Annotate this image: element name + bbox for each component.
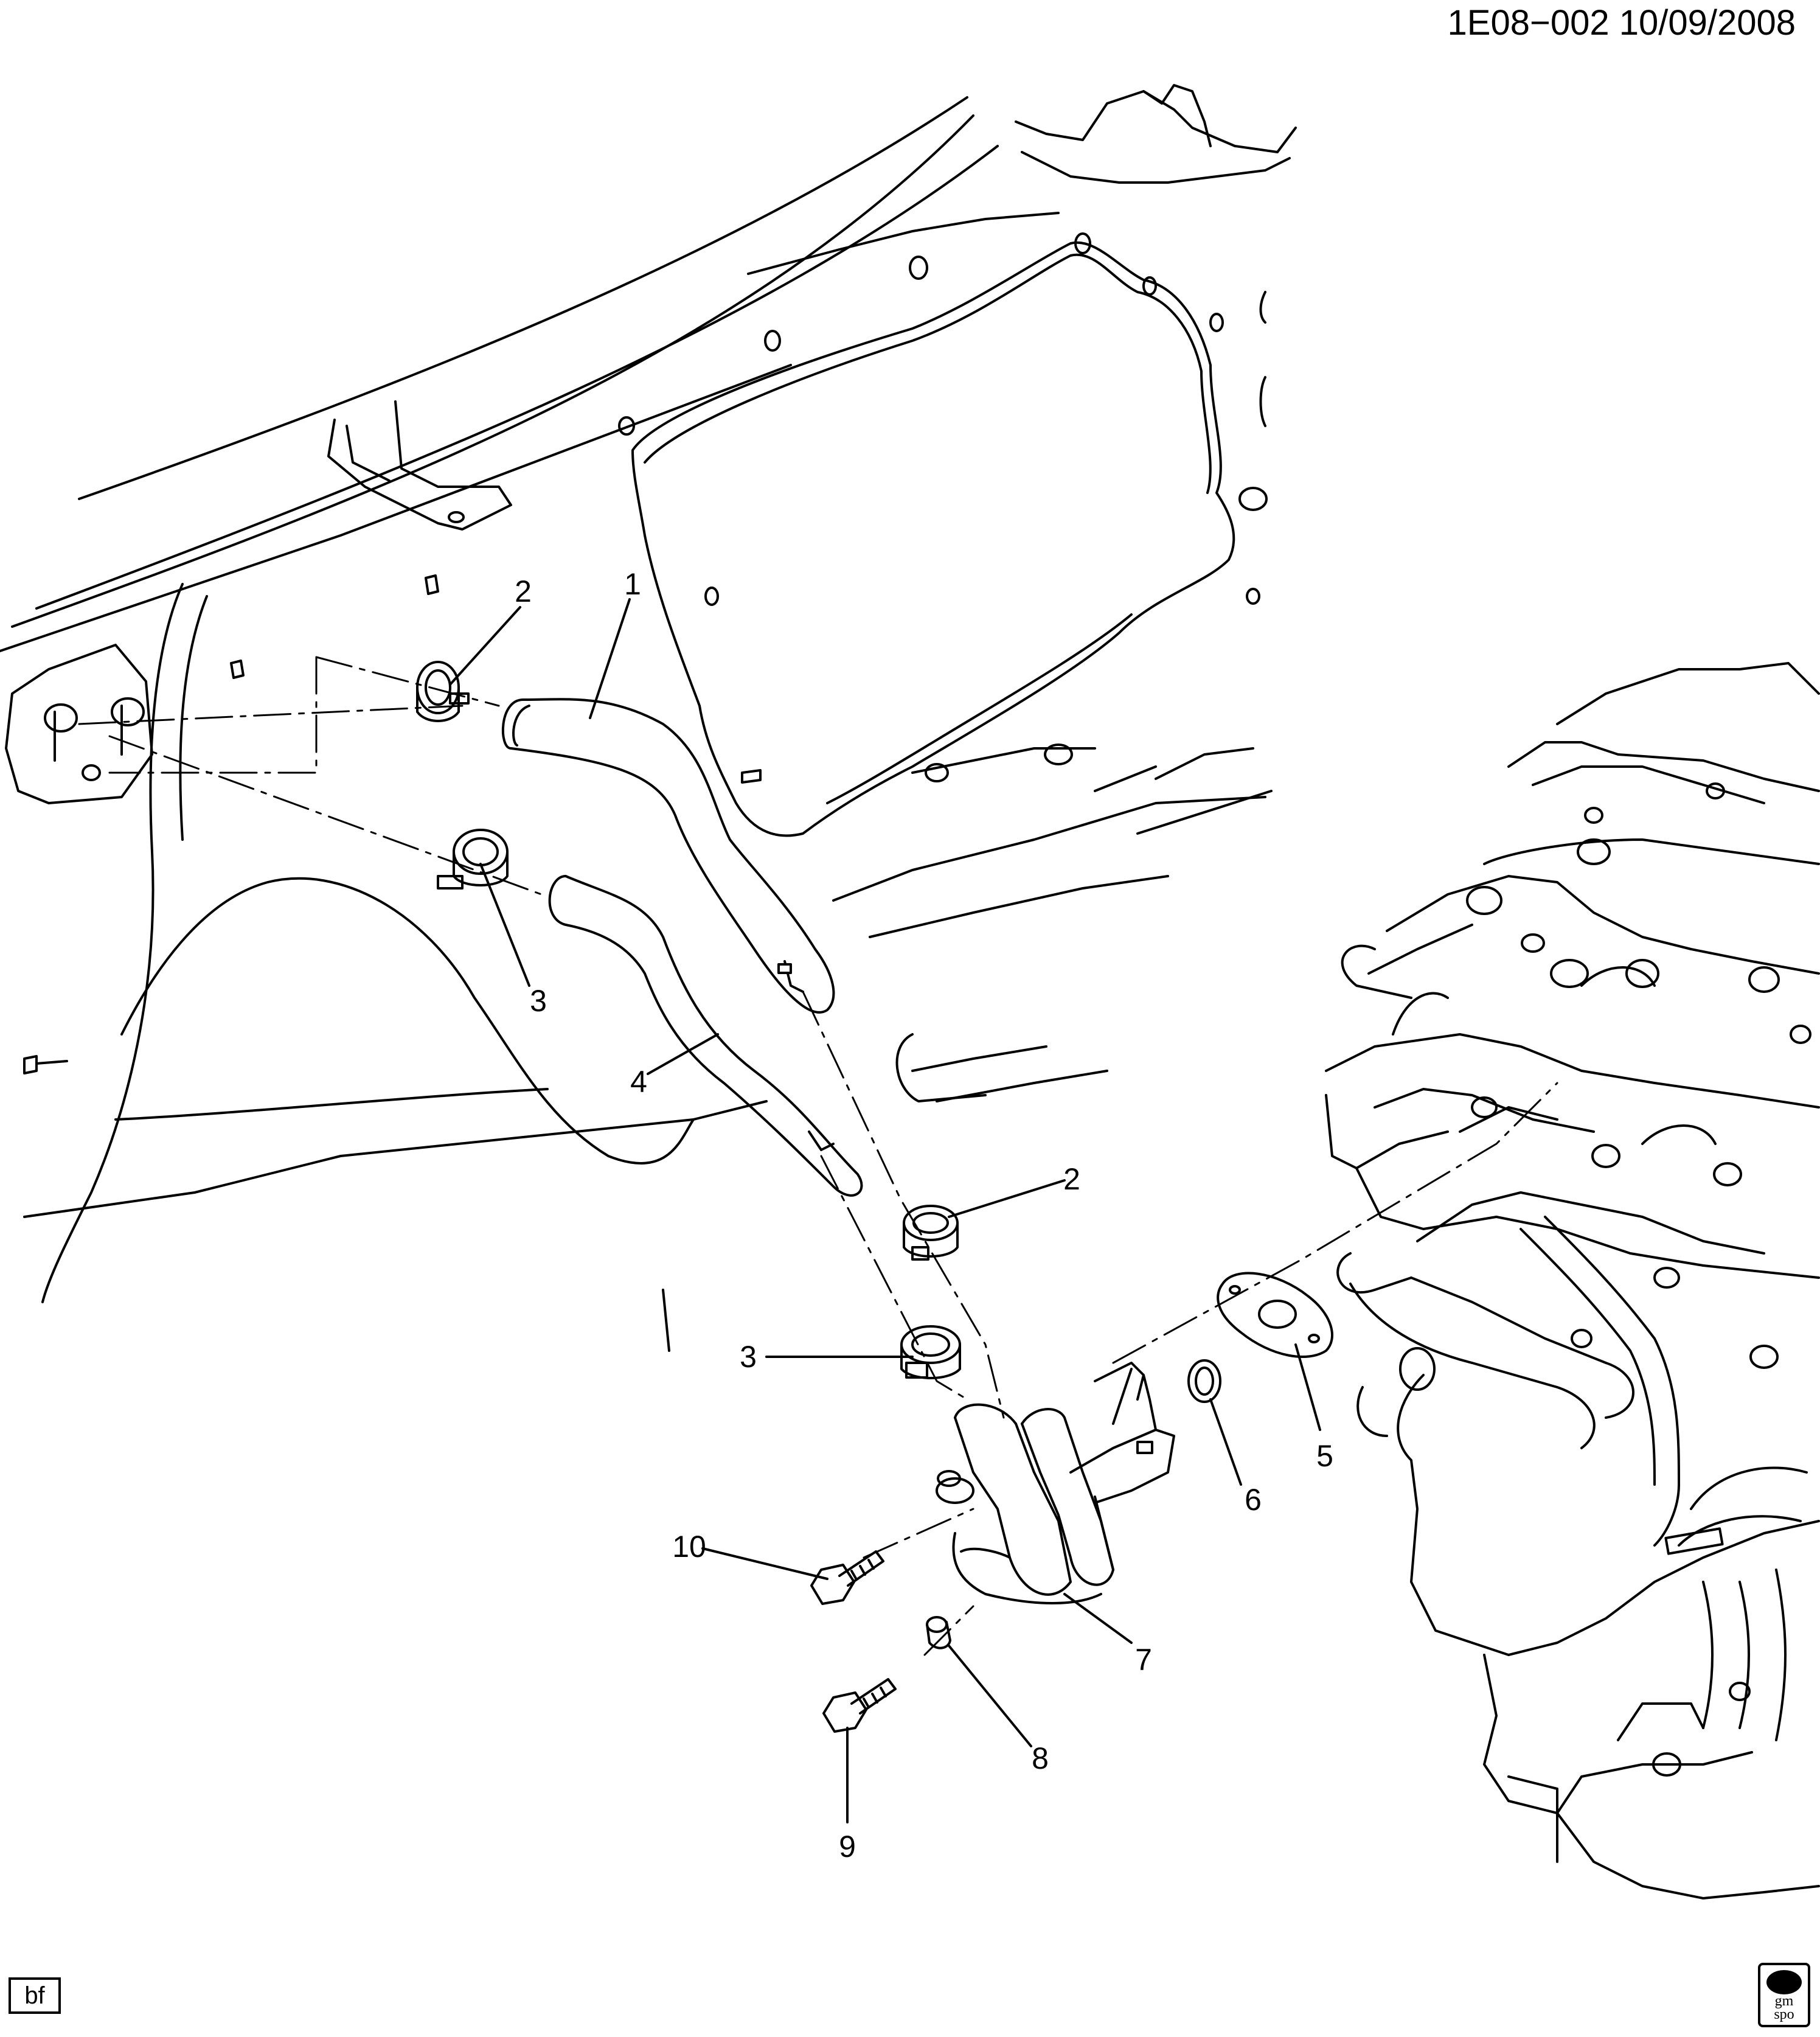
logo-text-top: gm: [1774, 1993, 1794, 2009]
logo-disc-icon: [1766, 1970, 1802, 1994]
body-studs: [24, 576, 760, 1073]
illustrator-tag: bf: [9, 1977, 61, 2014]
callout-7: 7: [1135, 1643, 1152, 1677]
heater-hose-upper: [503, 699, 834, 1012]
callout-5: 5: [1316, 1439, 1333, 1473]
callout-8: 8: [1032, 1741, 1049, 1775]
callout-3: 3: [740, 1340, 757, 1374]
left-mount-plate: [6, 645, 152, 803]
spacer: [927, 1617, 950, 1648]
hose-clamp-upper: [417, 662, 468, 721]
callout-4: 4: [630, 1065, 647, 1099]
callout-2: 2: [1063, 1162, 1080, 1196]
callout-10: 10: [672, 1530, 706, 1564]
heater-pipe-assembly: [937, 1363, 1174, 1603]
panel-opening-outline: [619, 234, 1266, 835]
logo-text-bottom: spo: [1774, 2007, 1794, 2022]
gm-spo-logo: gm spo: [1758, 1963, 1810, 2027]
callout-6: 6: [1245, 1483, 1262, 1517]
body-panel-lines: [0, 85, 1296, 1101]
gasket: [1218, 1273, 1332, 1357]
bolt-9: [824, 1679, 895, 1732]
bolt-10: [811, 1551, 883, 1604]
hose-clamp-2-lower: [904, 1206, 957, 1259]
hose-clamp-3-lower: [901, 1326, 960, 1378]
callout-3: 3: [530, 984, 547, 1018]
assembly-centerlines: [79, 657, 1557, 1655]
hose-clamp-3-upper: [438, 830, 507, 888]
upper-rail-bracket: [328, 402, 511, 529]
wheelhouse-lines: [24, 584, 1271, 1351]
engine-assembly: [1326, 663, 1819, 1898]
diagram-code-date: 1E08−002 10/09/2008: [1447, 3, 1796, 43]
callout-9: 9: [839, 1830, 856, 1864]
callout-2: 2: [515, 574, 532, 608]
o-ring-seal: [1189, 1360, 1220, 1402]
heater-hose-lower: [550, 876, 862, 1196]
callout-leader-lines: [450, 599, 1320, 1822]
callout-1: 1: [624, 567, 641, 601]
